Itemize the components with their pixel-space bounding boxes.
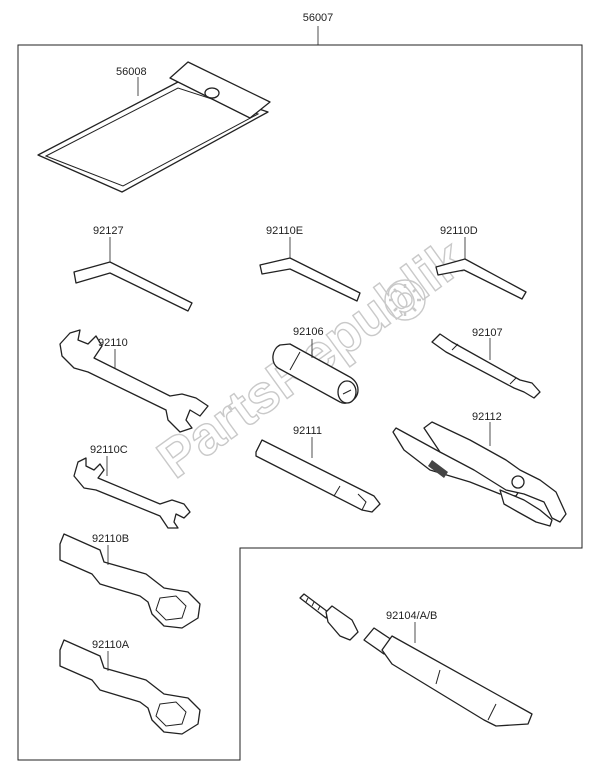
part-label-tool-bag: 56008 bbox=[116, 66, 147, 78]
tool-bag[interactable]: 56008 bbox=[37, 61, 271, 193]
grease-tube[interactable]: 92104/A/B bbox=[299, 593, 533, 727]
ring-wrench-lower[interactable]: 92110A bbox=[59, 639, 201, 735]
part-label-hex-key-small: 92110D bbox=[440, 225, 478, 237]
gear-icon bbox=[384, 279, 426, 321]
screwdriver[interactable]: 92107 bbox=[431, 327, 541, 399]
part-label-ring-wrench-upper: 92110B bbox=[92, 533, 129, 545]
ring-wrench-upper[interactable]: 92110B bbox=[59, 533, 201, 629]
open-end-wrench-small[interactable]: 92110C bbox=[73, 444, 191, 529]
hex-key-small[interactable]: 92110D bbox=[435, 225, 527, 300]
pliers[interactable]: 92112 bbox=[392, 411, 567, 527]
part-label-ring-wrench-lower: 92110A bbox=[92, 639, 130, 651]
assembly-part-number: 56007 bbox=[303, 12, 334, 24]
socket-handle[interactable]: 92106 bbox=[272, 326, 359, 404]
extension-bar[interactable]: 92111 bbox=[255, 425, 381, 513]
part-label-pliers: 92112 bbox=[472, 411, 502, 423]
part-label-open-end-wrench-small: 92110C bbox=[90, 444, 128, 456]
open-end-wrench-large[interactable]: 92110 bbox=[59, 329, 209, 433]
hex-key-medium[interactable]: 92110E bbox=[259, 225, 361, 302]
part-label-open-end-wrench-large: 92110 bbox=[98, 337, 128, 349]
part-label-socket-handle: 92106 bbox=[293, 326, 324, 338]
hex-key-large[interactable]: 92127 bbox=[73, 225, 193, 312]
part-label-screwdriver: 92107 bbox=[472, 327, 503, 339]
part-label-grease-tube: 92104/A/B bbox=[386, 610, 437, 622]
part-label-hex-key-medium: 92110E bbox=[266, 225, 303, 237]
assembly-frame: 56007 bbox=[17, 12, 583, 761]
part-label-hex-key-large: 92127 bbox=[93, 225, 124, 237]
part-label-extension-bar: 92111 bbox=[293, 425, 322, 437]
